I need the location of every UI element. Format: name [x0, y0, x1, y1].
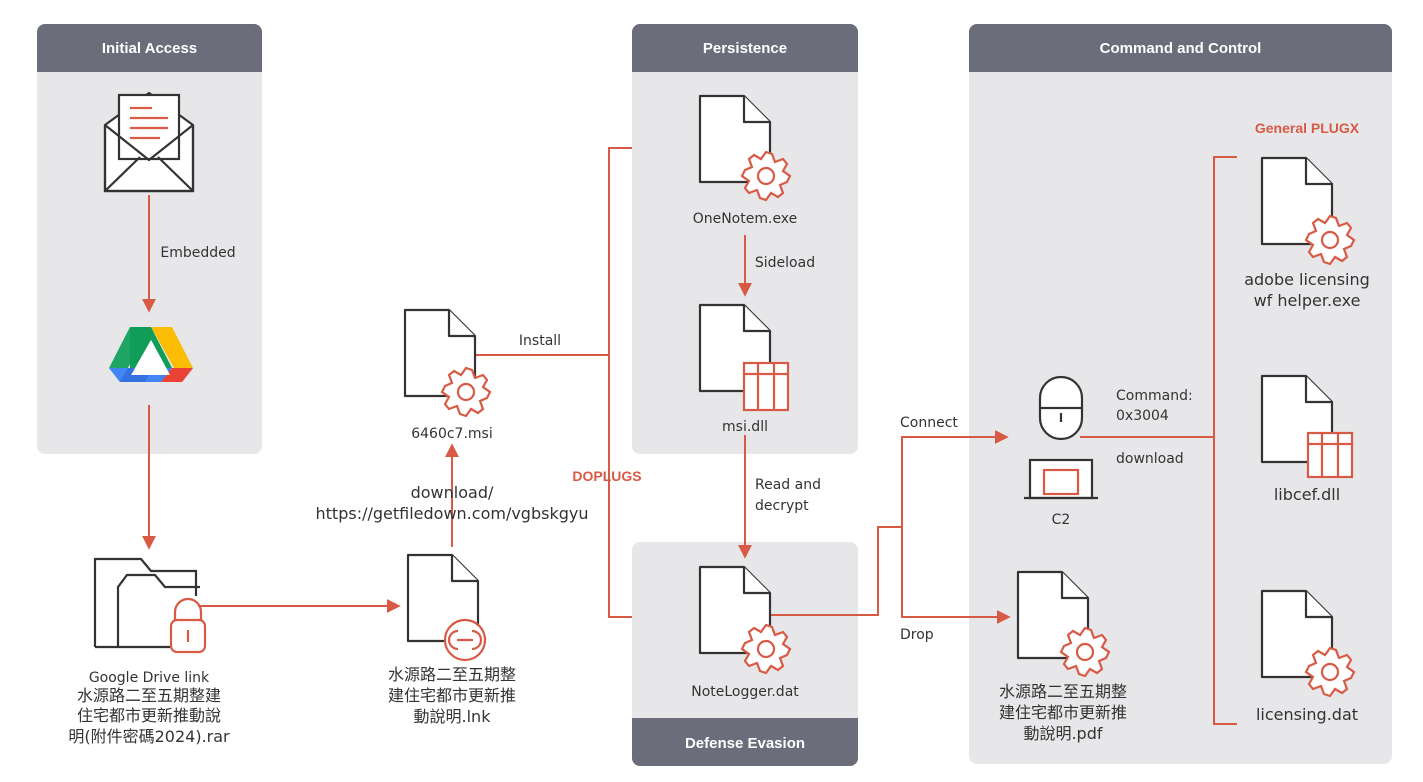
svg-text:decrypt: decrypt	[755, 498, 809, 514]
svg-text:水源路二至五期整建: 水源路二至五期整建	[77, 686, 221, 705]
svg-text:水源路二至五期整: 水源路二至五期整	[999, 682, 1127, 701]
licensing-dat-label: licensing.dat	[1256, 705, 1358, 724]
msidll-file-icon	[698, 303, 790, 412]
download-url-label: download/ https://getfiledown.com/vgbskg…	[316, 483, 589, 523]
onenotem-label: OneNotem.exe	[693, 211, 798, 227]
msidll-label: msi.dll	[722, 419, 768, 435]
pdf-file-label: 水源路二至五期整 建住宅都市更新推 動說明.pdf	[999, 682, 1127, 743]
panel-title-defense-evasion: Defense Evasion	[685, 735, 805, 752]
email-icon	[103, 91, 195, 193]
msi-file-label: 6460c7.msi	[411, 426, 493, 442]
svg-text:adobe licensing: adobe licensing	[1244, 270, 1370, 289]
doplugs-label: DOPLUGS	[572, 468, 641, 484]
svg-text:動說明.pdf: 動說明.pdf	[1023, 724, 1102, 743]
svg-text:download/: download/	[411, 483, 494, 502]
svg-text:Google Drive link: Google Drive link	[89, 670, 210, 686]
panel-title-persistence: Persistence	[703, 40, 787, 57]
edge-label-drop: Drop	[900, 627, 934, 643]
lnk-file-icon	[406, 553, 487, 662]
edge-label-sideload: Sideload	[755, 255, 815, 271]
svg-text:住宅都市更新推動說: 住宅都市更新推動說	[77, 706, 221, 725]
libcef-dll-label: libcef.dll	[1274, 485, 1340, 504]
general-plugx-label: General PLUGX	[1255, 120, 1360, 136]
gdrive-link-label: Google Drive link 水源路二至五期整建 住宅都市更新推動說 明(…	[68, 670, 230, 746]
edge-drop	[901, 437, 1011, 624]
svg-text:明(附件密碼2024).rar: 明(附件密碼2024).rar	[68, 727, 230, 746]
plugx-bracket	[1213, 156, 1237, 725]
notelogger-label: NoteLogger.dat	[691, 684, 799, 700]
edge-label-install: Install	[519, 333, 561, 349]
edge-label-command: Command: 0x3004 download	[1116, 388, 1193, 467]
lnk-file-label: 水源路二至五期整 建住宅都市更新推 動說明.lnk	[388, 665, 516, 726]
svg-text:建住宅都市更新推: 建住宅都市更新推	[999, 703, 1127, 722]
svg-text:0x3004: 0x3004	[1116, 408, 1169, 424]
svg-text:wf helper.exe: wf helper.exe	[1254, 291, 1361, 310]
google-drive-icon	[109, 327, 193, 382]
panel-title-command-and-control: Command and Control	[1100, 40, 1262, 57]
c2-label: C2	[1052, 512, 1071, 528]
svg-text:動說明.lnk: 動說明.lnk	[414, 707, 492, 726]
svg-text:Read and: Read and	[755, 477, 821, 493]
lock-icon	[169, 597, 207, 654]
adobe-exe-label: adobe licensing wf helper.exe	[1244, 270, 1370, 310]
edges	[142, 147, 1237, 725]
libcef-dll-file-icon	[1260, 374, 1354, 479]
svg-text:水源路二至五期整: 水源路二至五期整	[388, 665, 516, 684]
svg-text:download: download	[1116, 451, 1184, 467]
doplugs-bracket	[608, 147, 632, 618]
msi-file-icon	[403, 308, 492, 418]
svg-text:https://getfiledown.com/vgbskg: https://getfiledown.com/vgbskgyu	[316, 504, 589, 523]
edge-notelogger-out	[768, 526, 902, 616]
panel-title-initial-access: Initial Access	[102, 40, 197, 57]
svg-text:Command:: Command:	[1116, 388, 1193, 404]
svg-text:建住宅都市更新推: 建住宅都市更新推	[388, 686, 516, 705]
edge-label-embedded: Embedded	[160, 245, 235, 261]
edge-label-read-decrypt: Read and decrypt	[755, 477, 821, 514]
archive-folder-icon	[93, 557, 200, 649]
edge-label-connect: Connect	[900, 415, 958, 431]
c2-server-icon	[1024, 375, 1098, 500]
